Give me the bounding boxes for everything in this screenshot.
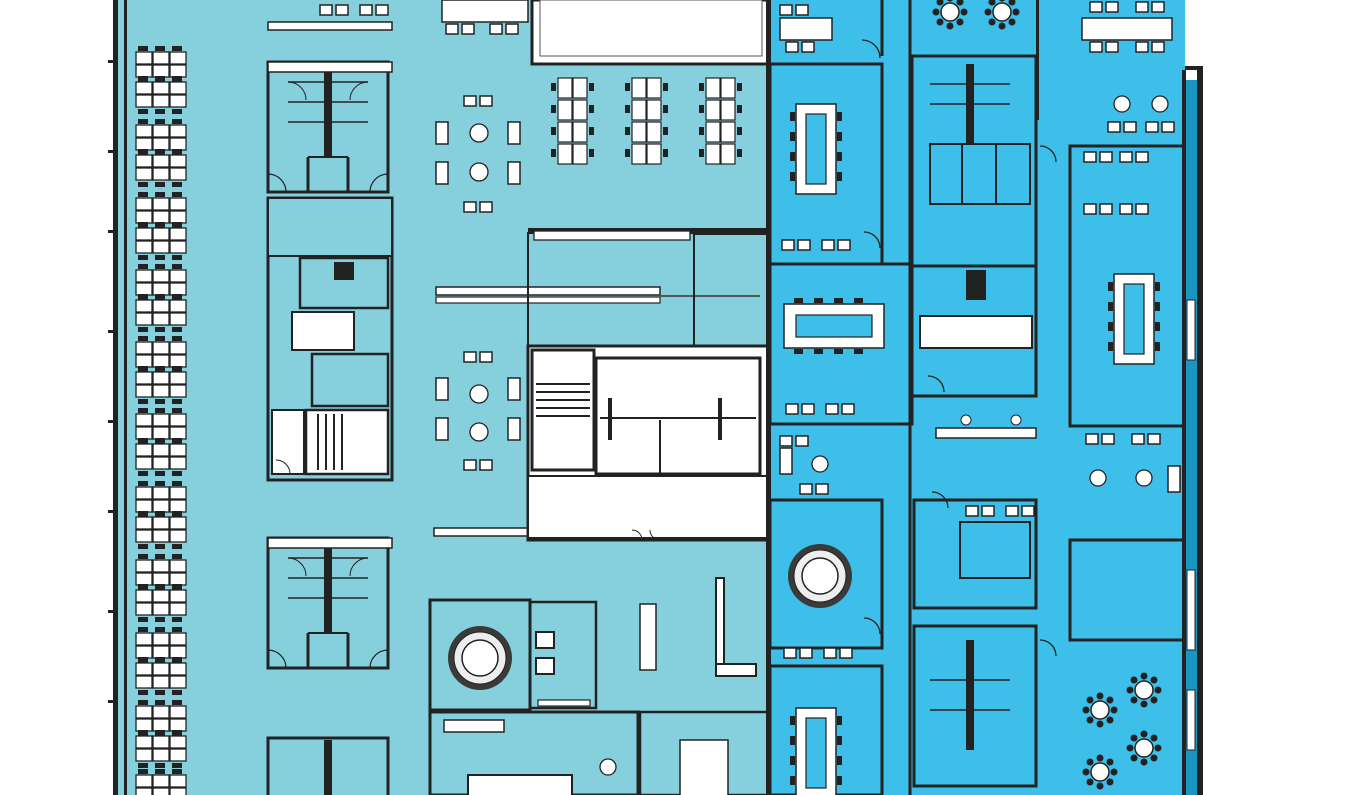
east-doors xyxy=(861,39,1057,657)
restroom-block-south xyxy=(266,536,393,670)
east-top-furniture xyxy=(779,0,1173,56)
building-core xyxy=(526,344,770,542)
restroom-block-north xyxy=(266,60,393,194)
restroom-block-bottom xyxy=(266,736,390,795)
west-workstations xyxy=(135,45,187,795)
east-right-rooms xyxy=(1036,0,1186,791)
west-exterior-wall xyxy=(108,0,127,795)
east-restrooms xyxy=(910,54,1038,788)
interior-walls xyxy=(527,0,912,795)
east-meeting-rooms xyxy=(768,62,914,795)
west-core-rooms xyxy=(266,196,394,482)
central-furniture xyxy=(433,77,768,537)
top-west-furniture xyxy=(267,0,770,66)
south-central-rooms xyxy=(428,577,770,795)
east-exterior-wall xyxy=(1182,66,1203,795)
